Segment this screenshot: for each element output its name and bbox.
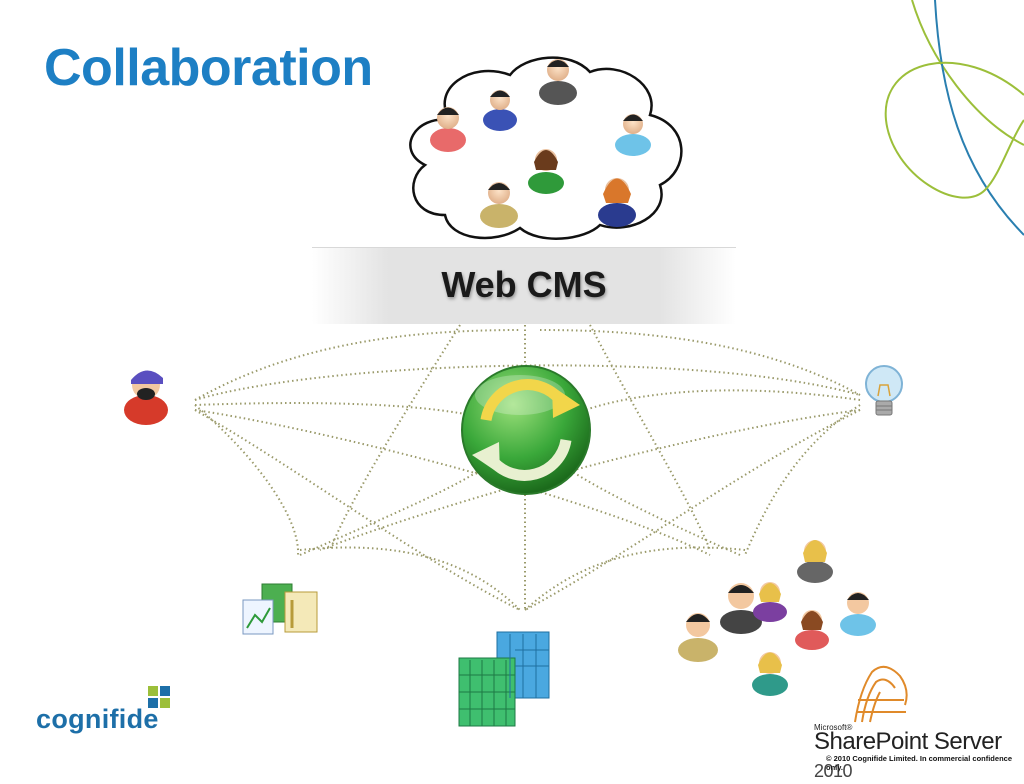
buildings-icon xyxy=(458,631,550,727)
cognifide-wordmark: cognifide xyxy=(36,704,159,734)
cognifide-logo-icon xyxy=(148,686,170,708)
lightbulb-icon xyxy=(865,365,903,416)
people-group-icon xyxy=(678,540,876,696)
page-title: Collaboration xyxy=(44,39,373,97)
worker-icon xyxy=(124,370,168,425)
documents-icon xyxy=(242,583,318,635)
web-cms-label: Web CMS xyxy=(441,264,607,305)
network-lines xyxy=(194,324,861,611)
sharepoint-product-label: SharePoint Server xyxy=(814,728,1002,755)
microsoft-label: Microsoft® xyxy=(814,723,853,732)
people-cloud-icon xyxy=(409,56,683,240)
decorative-curves xyxy=(884,0,1024,236)
web-cms-bar: Web CMS xyxy=(312,247,736,324)
sync-icon xyxy=(461,365,591,495)
sharepoint-logo-icon xyxy=(854,665,908,723)
